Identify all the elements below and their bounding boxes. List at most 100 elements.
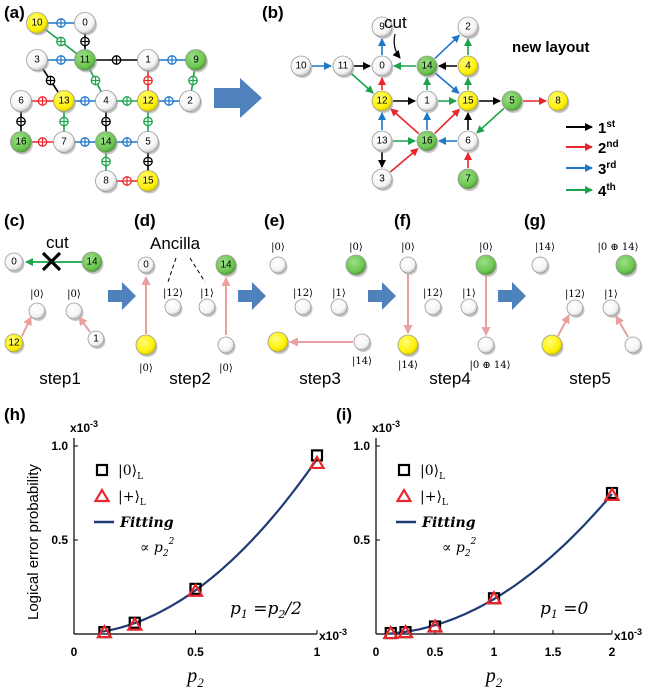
layout-qubit-15: 15 — [457, 90, 480, 113]
s3-ancilla-12 — [294, 298, 313, 317]
lattice-qubit-9: 9 — [185, 49, 208, 73]
s1-qubit-14-label: 14 — [86, 257, 98, 268]
step-label-5: step5 — [569, 369, 611, 388]
triangle-marker-0-3 — [308, 454, 326, 470]
lattice-qubit-5-circle — [137, 131, 159, 153]
step-label-2: step2 — [169, 369, 211, 388]
panel-label-f: (f) — [394, 211, 411, 230]
layout-qubit-11-label: 11 — [338, 61, 349, 72]
s3-ket-0a: |0⟩ — [271, 242, 285, 253]
lattice-qubit-8: 8 — [95, 170, 118, 194]
s3-qubit-0 — [269, 256, 288, 275]
order-legend: 1st 2nd 3rd 4th — [566, 119, 619, 200]
lattice-qubit-16-circle — [10, 131, 32, 153]
lattice-qubit-12-label: 12 — [142, 96, 154, 107]
s5-qubit-1 — [624, 336, 643, 355]
lattice-qubit-4-circle — [95, 90, 117, 112]
s1-qubit-0-label: 0 — [11, 257, 17, 268]
s5-ancilla-1 — [602, 299, 621, 318]
block-arrow-step3 — [368, 282, 396, 310]
y-tick-label-0-0: 0.5 — [51, 533, 68, 547]
s2-ancilla-1-circle — [198, 298, 216, 316]
layout-qubit-8-label: 8 — [555, 96, 561, 107]
cnot-symbol-3-13 — [45, 75, 56, 86]
cnot-symbol-5-15 — [143, 156, 153, 167]
s1-ket-a: |0⟩ — [30, 289, 44, 300]
cnot-symbol-16-7 — [37, 137, 48, 147]
s1-cut-x2 — [41, 251, 62, 272]
cnot-symbol-12-2 — [164, 96, 174, 106]
layout-qubit-1-label: 1 — [424, 96, 430, 107]
layout-qubit-8-circle — [547, 90, 569, 112]
layout-qubit-5-circle — [501, 90, 523, 112]
layout-qubit-4-circle — [457, 55, 479, 77]
s4-qubit-1 — [477, 336, 496, 355]
cnot-symbol-9-2 — [188, 75, 198, 86]
legend-label-zero-1: |0⟩L — [420, 463, 445, 482]
cnot-symbol-6-16 — [16, 116, 26, 127]
lattice-qubit-10: 10 — [26, 12, 49, 36]
lattice-qubit-11-label: 11 — [80, 55, 91, 66]
layout-qubit-10-label: 10 — [295, 61, 307, 72]
lattice-qubit-5-label: 5 — [145, 137, 151, 148]
lattice-qubit-13-circle — [53, 90, 75, 112]
y-multiplier-1: x10-3 — [372, 419, 400, 435]
legend-triangle-0 — [93, 487, 111, 503]
lattice-qubit-9-circle — [185, 49, 207, 71]
cnot-symbol-1-9 — [167, 55, 177, 65]
s3-ket-0b: |0⟩ — [349, 242, 363, 253]
step-label-4: step4 — [429, 369, 471, 388]
cut-label-c: cut — [46, 233, 69, 252]
lattice-qubit-10-label: 10 — [31, 18, 43, 29]
s4-qubit-14-circle — [475, 254, 497, 276]
s4-ket-12: |12⟩ — [423, 288, 443, 299]
s5-ancilla-12-circle — [566, 299, 584, 317]
layout-qubit-16-circle — [416, 130, 438, 152]
x-axis-label-1: p2 — [484, 665, 503, 689]
s3-qubit-12 — [267, 331, 290, 354]
lattice-qubit-12-circle — [137, 90, 159, 112]
layout-qubit-13-label: 13 — [376, 136, 388, 147]
cnot-symbol-12-5 — [143, 116, 153, 127]
cnot-symbol-13-7 — [59, 116, 69, 127]
layout-qubit-14-circle — [416, 55, 438, 77]
s3-qubit-1 — [353, 333, 372, 352]
s3-qubit-14-circle — [345, 254, 367, 276]
s5-qubit-1-circle — [624, 336, 642, 354]
x-multiplier-1: x10-3 — [614, 627, 642, 643]
s2-qubit-1-circle — [217, 336, 235, 354]
s2-qubit-14-circle — [215, 254, 237, 276]
x-tick-label-1-2: 1 — [491, 645, 498, 659]
fit-curve-1 — [389, 493, 613, 635]
legend-proportional-1: ∝ p22 — [442, 537, 477, 559]
s5-qubit-12 — [541, 334, 564, 357]
y-tick-label-1-1: 1.0 — [353, 439, 370, 453]
s1-qubit-14: 14 — [81, 251, 104, 274]
cut-label-b: cut — [384, 13, 407, 32]
legend-label-zero-0: |0⟩L — [118, 463, 143, 482]
lattice-qubit-14-label: 14 — [100, 137, 112, 148]
s2-qubit-12-circle — [135, 334, 157, 356]
lattice-qubit-0-label: 0 — [82, 18, 88, 29]
layout-qubit-8: 8 — [547, 90, 570, 113]
layout-qubit-16: 16 — [416, 130, 439, 153]
layout-qubit-10-circle — [290, 55, 312, 77]
layout-qubit-4-label: 4 — [465, 61, 471, 72]
cnot-symbol-6-13 — [37, 96, 48, 106]
layout-qubit-12-circle — [371, 90, 393, 112]
s1-qubit-1-label: 1 — [93, 334, 99, 345]
layout-arrow-5-6 — [476, 107, 505, 134]
triangle-marker-1-1 — [397, 623, 414, 639]
s4-ket-1: |1⟩ — [462, 288, 476, 299]
s5-ket-1: |1⟩ — [604, 289, 618, 300]
cnot-symbol-11-1 — [111, 55, 122, 65]
legend-label-fitting-1: Fitting — [421, 515, 476, 531]
s1-qubit-1-circle — [87, 330, 105, 348]
s4-qubit-12-circle — [397, 334, 419, 356]
s4-ancilla-12 — [424, 298, 443, 317]
x-tick-label-0-1: 0.5 — [187, 645, 204, 659]
legend-proportional-0: ∝ p22 — [140, 537, 175, 559]
block-arrow-step1 — [108, 282, 136, 310]
s5-qubit-0-circle — [531, 256, 549, 274]
